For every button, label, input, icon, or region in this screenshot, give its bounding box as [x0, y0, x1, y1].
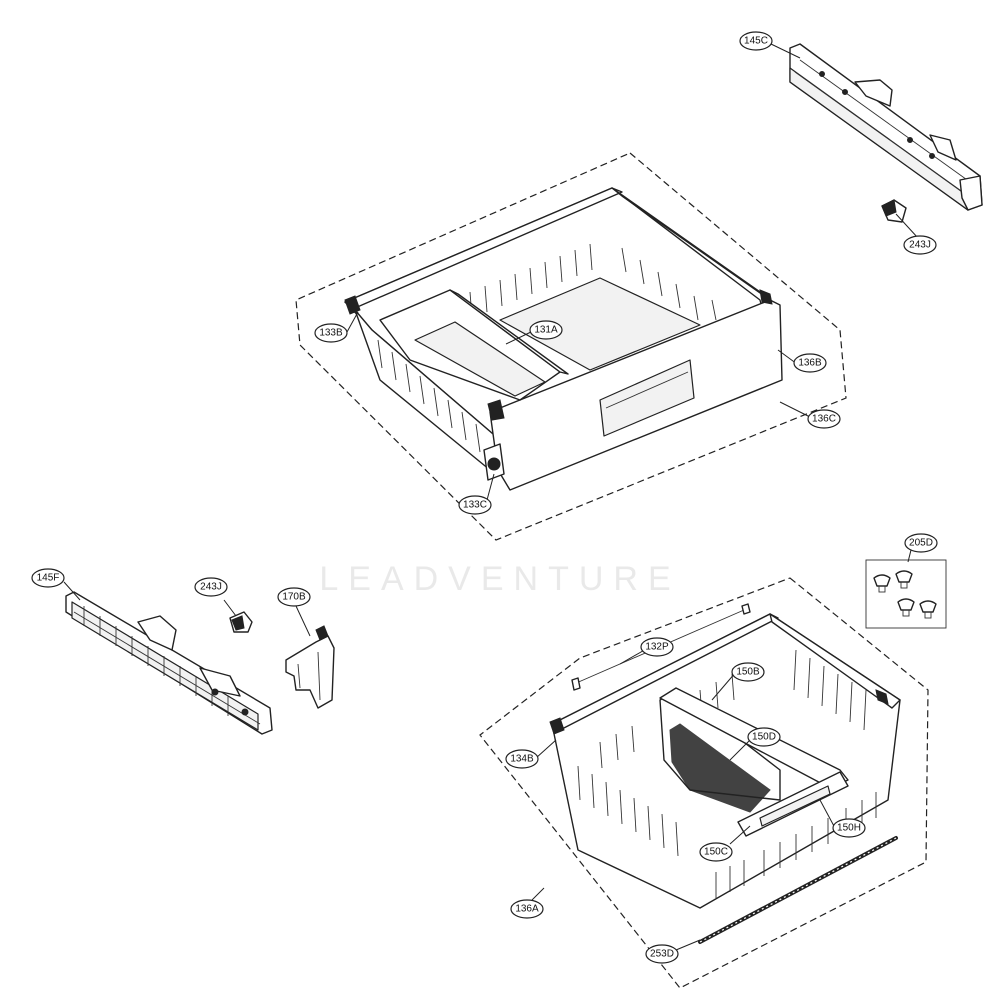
upper-drawer [344, 187, 783, 491]
svg-text:243J: 243J [909, 240, 931, 251]
clip-243j-mid [229, 611, 253, 633]
callout-134b: 134B [505, 749, 539, 769]
callout-131a: 131A [529, 320, 563, 340]
callout-243j-top: 243J [903, 235, 937, 255]
callout-133b: 133B [314, 323, 348, 343]
callout-150c: 150C [699, 842, 733, 862]
strip-253d [698, 836, 898, 944]
callout-205d: 205D [904, 533, 938, 553]
svg-text:132P: 132P [645, 642, 669, 653]
svg-text:136A: 136A [515, 904, 539, 915]
callout-136b: 136B [793, 353, 827, 373]
callout-253d: 253D [645, 944, 679, 964]
rail-145c [789, 43, 983, 211]
svg-text:145F: 145F [37, 573, 60, 584]
lower-basket-group-outline [479, 577, 929, 989]
callout-133c: 133C [458, 495, 492, 515]
callout-150h: 150H [832, 818, 866, 838]
svg-text:134B: 134B [510, 754, 534, 765]
svg-text:136C: 136C [812, 414, 836, 425]
screw-set-205d [865, 559, 947, 629]
rail-145f [65, 591, 273, 735]
callout-170b: 170B [277, 587, 311, 607]
lower-basket [549, 603, 901, 909]
svg-text:150B: 150B [736, 667, 760, 678]
svg-text:133B: 133B [319, 328, 343, 339]
callout-136a: 136A [510, 899, 544, 919]
callout-136c: 136C [807, 409, 841, 429]
svg-text:150D: 150D [752, 732, 776, 743]
callout-150d: 150D [747, 727, 781, 747]
svg-text:136B: 136B [798, 358, 822, 369]
callout-243j-mid: 243J [194, 577, 228, 597]
svg-text:253D: 253D [650, 949, 674, 960]
svg-text:170B: 170B [282, 592, 306, 603]
callout-132p: 132P [640, 637, 674, 657]
svg-text:131A: 131A [534, 325, 558, 336]
upper-drawer-group-outline [295, 152, 847, 541]
svg-text:145C: 145C [744, 36, 768, 47]
callout-150b: 150B [731, 662, 765, 682]
svg-text:150H: 150H [837, 823, 861, 834]
svg-text:150C: 150C [704, 847, 728, 858]
svg-text:133C: 133C [463, 500, 487, 511]
callout-145c: 145C [739, 31, 773, 51]
bracket-170b [285, 625, 335, 709]
svg-text:205D: 205D [909, 538, 933, 549]
callout-145f: 145F [31, 568, 65, 588]
watermark: LEADVENTURE [319, 560, 680, 598]
clip-243j-top [881, 199, 907, 223]
svg-text:243J: 243J [200, 582, 222, 593]
